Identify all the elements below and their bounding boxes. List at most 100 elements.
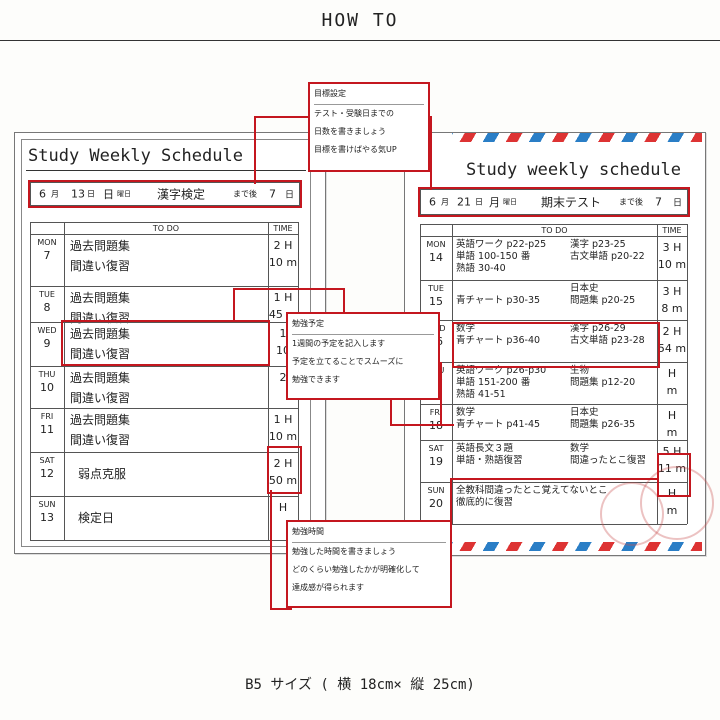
right_sheet-task-left-line: 全教科間違ったとこ覚えてないとこ bbox=[456, 485, 608, 496]
left_sheet-row-divider bbox=[30, 408, 298, 409]
left-sheet-title: Study Weekly Schedule bbox=[28, 146, 243, 166]
right_sheet-row-divider bbox=[420, 280, 687, 281]
right_sheet-task-left-line: 英語ワーク p26-p30 bbox=[456, 365, 547, 376]
right_sheet-time-value: H bbox=[667, 409, 677, 422]
left_sheet-task-line: 間違い復習 bbox=[70, 347, 131, 361]
right_sheet-task-right-line: 古文単語 p23-28 bbox=[570, 335, 645, 346]
right_sheet-grid-bottom bbox=[420, 524, 687, 525]
left_sheet-time-value: 10 m bbox=[268, 256, 298, 269]
left_sheet-day-label: THU bbox=[38, 370, 56, 379]
right_sheet-row-divider bbox=[420, 320, 687, 321]
left_sheet-time-value: 2 H bbox=[273, 457, 293, 470]
right-date-bar: 6 月 21 日 月 曜日 期末テスト まで後 7 日 bbox=[420, 189, 688, 215]
right-schedule-sheet bbox=[404, 132, 706, 556]
right_sheet-task-right-line: 日本史 bbox=[570, 407, 599, 418]
right_sheet-row-divider bbox=[420, 362, 687, 363]
right_sheet-time-value: 2 H bbox=[662, 325, 682, 338]
right_sheet-todo-header: TO DO bbox=[541, 226, 568, 235]
right_sheet-task-right-line: 生物 bbox=[570, 365, 590, 376]
callout-time-line-1: 勉強した時間を書きましょう bbox=[292, 547, 396, 556]
right_sheet-task-right-line: 問題集 p20-25 bbox=[570, 295, 636, 306]
left_sheet-task-line: 過去問題集 bbox=[70, 291, 131, 305]
callout-study-time: 勉強時間 勉強した時間を書きましょう どのくらい勉強したかが明確化して 達成感が… bbox=[286, 520, 452, 608]
right_sheet-day-number: 15 bbox=[429, 295, 443, 308]
callout-goal-title: 目標設定 bbox=[314, 84, 424, 105]
right_sheet-task-left-line: 英語ワーク p22-p25 bbox=[456, 239, 547, 250]
left_sheet-day-number: 12 bbox=[40, 467, 54, 480]
callout-time-line-3: 達成感が得られます bbox=[292, 583, 364, 592]
callout-plan-line-1: 1週間の予定を記入します bbox=[292, 339, 386, 348]
callout-goal-line-2: 日数を書きましょう bbox=[314, 127, 386, 136]
highlight-right-wed-tasks bbox=[452, 322, 660, 368]
right_sheet-day-label: MON bbox=[426, 240, 446, 249]
left-date-month: 6 bbox=[39, 187, 46, 201]
left_sheet-day-number: 9 bbox=[43, 337, 51, 350]
callout-goal-setting: 目標設定 テスト・受験日までの 日数を書きましょう 目標を書けばやる気UP bbox=[308, 82, 430, 172]
left_sheet-task-line: 過去問題集 bbox=[70, 371, 131, 385]
right_sheet-day-number: 20 bbox=[429, 497, 443, 510]
page-title: HOW TO bbox=[321, 10, 399, 31]
left_sheet-task-line: 過去問題集 bbox=[70, 413, 131, 427]
left_sheet-day-label: MON bbox=[37, 238, 57, 247]
callout-goal-line-3: 目標を書けばやる気UP bbox=[314, 145, 397, 154]
right_sheet-day-label: TUE bbox=[428, 284, 444, 293]
left_sheet-task-line: 間違い復習 bbox=[70, 259, 131, 273]
right-date-until: まで後 bbox=[619, 197, 643, 207]
left_sheet-day-label: FRI bbox=[40, 412, 54, 421]
right_sheet-row-divider bbox=[420, 440, 687, 441]
right_sheet-task-left-line: 英語長文３題 bbox=[456, 443, 514, 454]
right-date-days-unit: 日 bbox=[673, 198, 683, 209]
left_sheet-day-cell: THU 10 bbox=[30, 370, 64, 394]
right_sheet-day-label: SAT bbox=[428, 444, 444, 453]
left_sheet-day-label: WED bbox=[37, 326, 57, 335]
left-date-weekday-unit: 曜日 bbox=[117, 190, 131, 198]
callout-time-line-2: どのくらい勉強したかが明確化して bbox=[292, 565, 420, 574]
left-date-days-unit: 日 bbox=[285, 190, 295, 201]
right_sheet-day-number: 14 bbox=[429, 251, 443, 264]
right_sheet-time-value: H bbox=[667, 367, 677, 380]
left_sheet-time-value: 10 m bbox=[268, 430, 298, 443]
left-date-day: 13 bbox=[71, 187, 85, 201]
left_sheet-grid-top bbox=[30, 222, 298, 223]
left_sheet-day-number: 11 bbox=[40, 423, 54, 436]
right_sheet-time-value: m bbox=[666, 384, 678, 397]
leader-plan-right-2 bbox=[440, 362, 455, 424]
callout-study-plan: 勉強予定 1週間の予定を記入します 予定を立てることでスムーズに 勉強できます bbox=[286, 312, 440, 400]
left_sheet-day-number: 13 bbox=[40, 511, 54, 524]
right_sheet-task-left-line: 数学 bbox=[456, 407, 476, 418]
right_sheet-task-left-line: 熟語 41-51 bbox=[456, 389, 506, 400]
left_sheet-day-label: SUN bbox=[38, 500, 56, 509]
right_sheet-task-left-line: 徹底的に復習 bbox=[456, 497, 514, 508]
left_sheet-task-line: 間違い復習 bbox=[70, 391, 131, 405]
left_sheet-task-line: 過去問題集 bbox=[70, 327, 131, 341]
leader-goal-left bbox=[254, 116, 310, 184]
right_sheet-grid-time-sep bbox=[657, 224, 658, 524]
callout-plan-title: 勉強予定 bbox=[292, 314, 434, 335]
right_sheet-row-divider bbox=[420, 482, 687, 483]
left-date-month-unit: 月 bbox=[51, 189, 59, 199]
left_sheet-day-number: 10 bbox=[40, 381, 54, 394]
left_sheet-time-value: 1 H bbox=[273, 291, 293, 304]
right_sheet-time-value: 10 m bbox=[657, 258, 687, 271]
right_sheet-day-label: FRI bbox=[429, 408, 443, 417]
left_sheet-row-divider bbox=[30, 286, 298, 287]
right_sheet-row-divider bbox=[420, 236, 687, 237]
right_sheet-task-right-line: 古文単語 p20-22 bbox=[570, 251, 645, 262]
right_sheet-time-value: 3 H bbox=[662, 285, 682, 298]
airmail-stripe-bottom bbox=[450, 542, 702, 551]
left_sheet-grid-bottom bbox=[30, 540, 298, 541]
right_sheet-task-right-line: 漢字 p23-25 bbox=[570, 239, 626, 250]
right_sheet-time-value: 8 m bbox=[661, 302, 683, 315]
left_sheet-day-cell: WED 9 bbox=[30, 326, 64, 350]
left_sheet-day-number: 7 bbox=[43, 249, 51, 262]
right_sheet-time-value: 3 H bbox=[662, 241, 682, 254]
airmail-stripe-top bbox=[452, 133, 702, 142]
highlight-left-sat-time bbox=[267, 446, 302, 494]
left_sheet-day-label: TUE bbox=[39, 290, 55, 299]
highlight-left-wed-tasks bbox=[61, 320, 270, 366]
right_sheet-task-left-line: 数学 bbox=[456, 323, 476, 334]
leader-plan-left bbox=[233, 288, 345, 322]
left-date-weekday: 日 bbox=[103, 188, 114, 201]
